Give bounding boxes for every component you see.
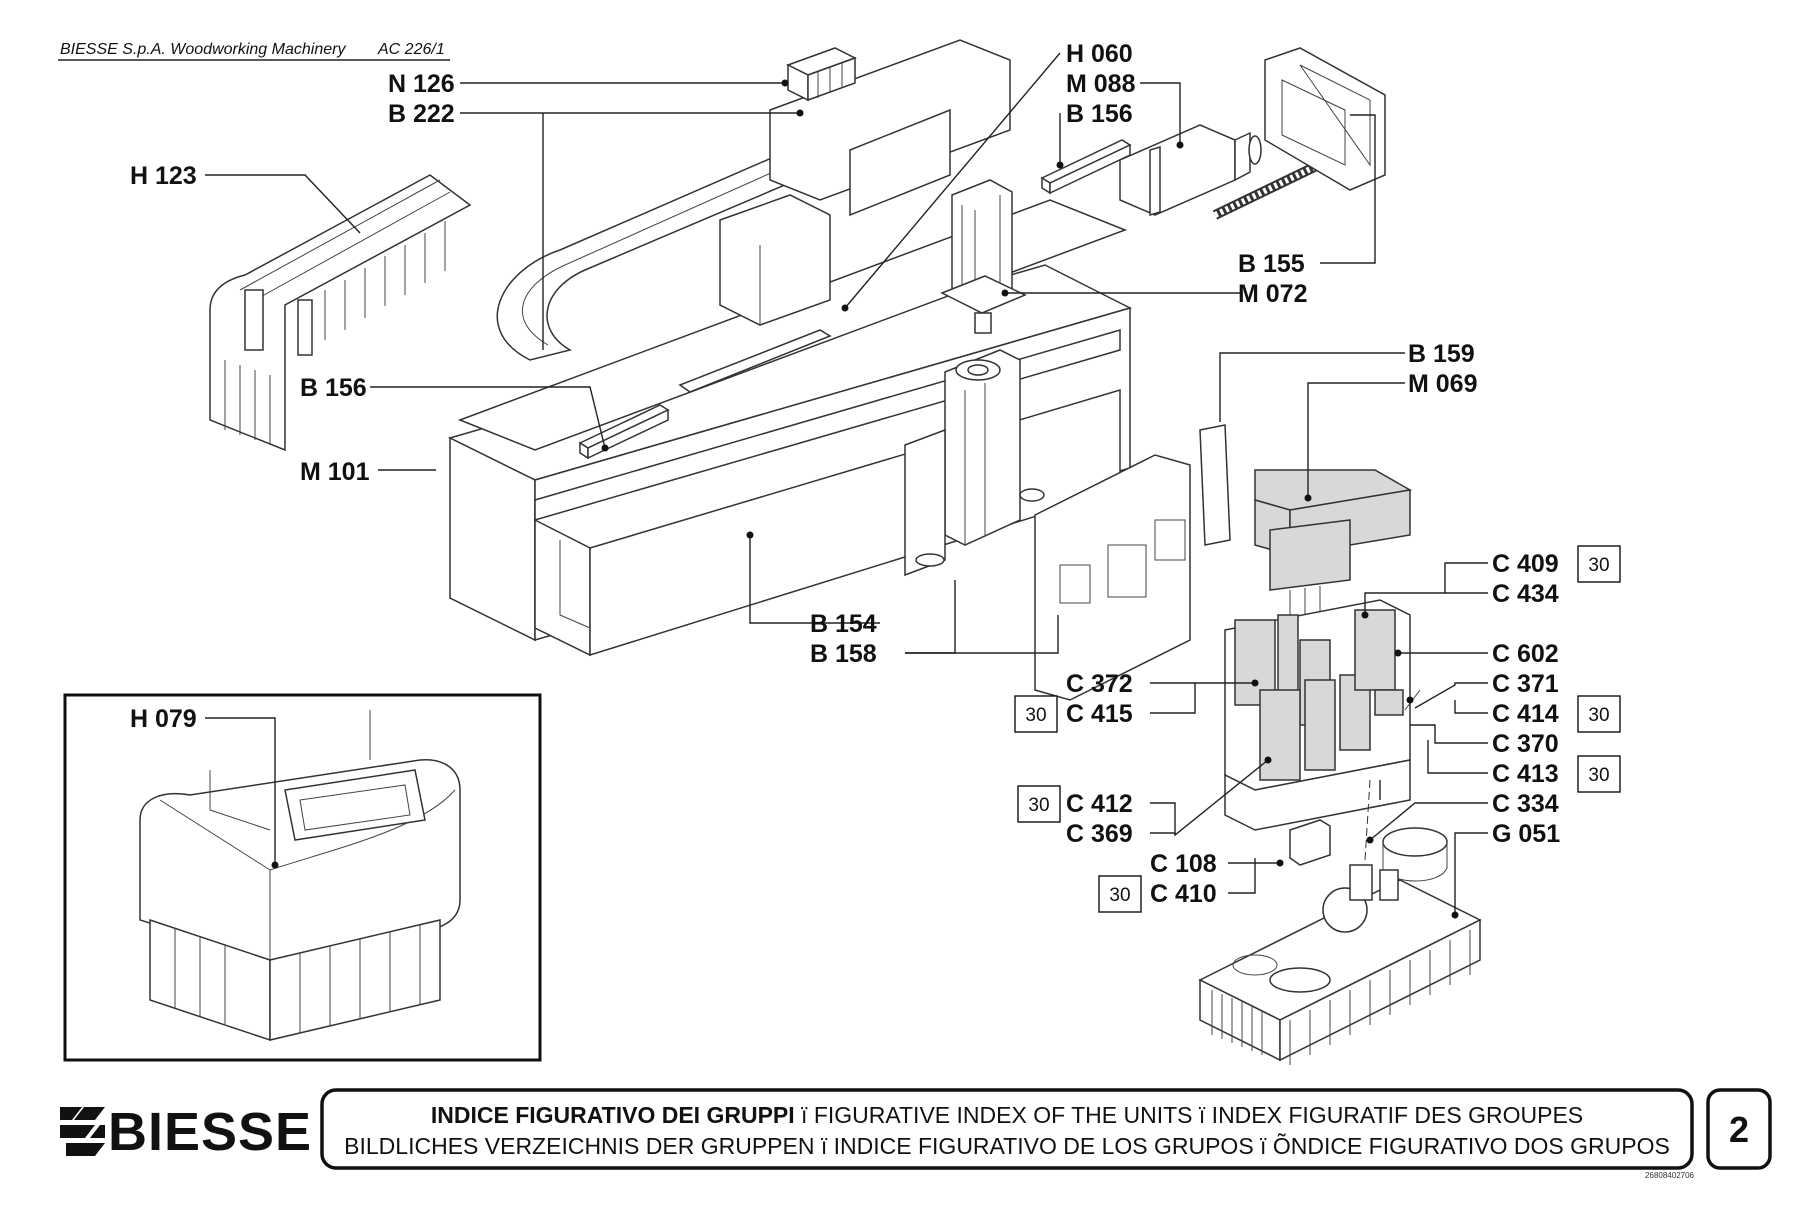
header-model: AC 226/1 <box>377 41 445 58</box>
ref-box-c410: 30 <box>1098 875 1142 913</box>
label-b154: B 154 <box>810 610 877 638</box>
label-c414: C 414 <box>1492 700 1559 728</box>
ref-box-c414: 30 <box>1577 695 1621 733</box>
label-c410: C 410 <box>1150 880 1217 908</box>
label-c415: C 415 <box>1066 700 1133 728</box>
ref-box-c412: 30 <box>1017 785 1061 823</box>
svg-text:AC 226/1: AC 226/1 <box>377 41 445 58</box>
machine-drawing <box>209 39 1482 1065</box>
ref-box-c413: 30 <box>1577 755 1621 793</box>
valve-bank <box>1224 599 1421 831</box>
label-h060: H 060 <box>1066 40 1133 68</box>
svg-text:30: 30 <box>1028 795 1049 816</box>
label-b159: B 159 <box>1408 340 1475 368</box>
label-c108: C 108 <box>1150 850 1217 878</box>
label-c372: C 372 <box>1066 670 1133 698</box>
svg-text:30: 30 <box>1588 765 1609 786</box>
label-b158: B 158 <box>810 640 877 668</box>
label-h123: H 123 <box>130 162 197 190</box>
label-h079: H 079 <box>130 705 197 733</box>
label-b156a: B 156 <box>1066 100 1133 128</box>
leader-lines <box>205 52 1488 919</box>
svg-text:30: 30 <box>1588 555 1609 576</box>
brush-hood <box>1198 827 1482 1065</box>
footer-title-it: INDICE FIGURATIVO DEI GRUPPI <box>431 1102 795 1128</box>
svg-text:INDICE FIGURATIVO DEI GRUPPI ï: INDICE FIGURATIVO DEI GRUPPI ï FIGURATIV… <box>431 1102 1583 1128</box>
label-c434: C 434 <box>1492 580 1559 608</box>
label-g051: G 051 <box>1492 820 1560 848</box>
cable-chain <box>209 174 472 452</box>
footer-title-de-es-pt: BILDLICHES VERZEICHNIS DER GRUPPEN ï IND… <box>344 1132 1670 1159</box>
ref-box-c415: 30 <box>1014 695 1058 733</box>
header-company: BIESSE S.p.A. Woodworking Machinery <box>60 41 346 58</box>
part-labels: H 060 N 126 M 088 B 222 B 156 H 123 B 15… <box>130 40 1560 908</box>
svg-text:30: 30 <box>1025 705 1046 726</box>
connector-block <box>786 47 857 102</box>
svg-text:30: 30 <box>1109 885 1130 906</box>
label-c334: C 334 <box>1492 790 1559 818</box>
label-b222: B 222 <box>388 100 455 128</box>
biesse-logo: BIESSE <box>60 1102 312 1162</box>
page-header: BIESSE S.p.A. Woodworking Machinery AC 2… <box>58 41 450 61</box>
label-n126: N 126 <box>388 70 455 98</box>
label-m069: M 069 <box>1408 370 1477 398</box>
doc-code: 26808402706 <box>1645 1171 1694 1180</box>
page-number: 2 <box>1729 1109 1749 1150</box>
label-c409: C 409 <box>1492 550 1559 578</box>
svg-text:30: 30 <box>1588 705 1609 726</box>
reference-boxes: 30 30 30 30 30 30 <box>1014 545 1621 913</box>
spindle-motor <box>1254 469 1413 650</box>
cover-drawing <box>139 710 461 1042</box>
label-c602: C 602 <box>1492 640 1559 668</box>
svg-text:BIESSE S.p.A. Woodworking Mach: BIESSE S.p.A. Woodworking Machinery <box>60 41 346 58</box>
label-b155: B 155 <box>1238 250 1305 278</box>
label-c369: C 369 <box>1066 820 1133 848</box>
logo-text: BIESSE <box>108 1102 312 1162</box>
label-m101: M 101 <box>300 458 370 486</box>
label-c412: C 412 <box>1066 790 1133 818</box>
label-b156b: B 156 <box>300 374 367 402</box>
footer: BIESSE INDICE FIGURATIVO DEI GRUPPI ï FI… <box>60 1088 1772 1180</box>
label-c413: C 413 <box>1492 760 1559 788</box>
label-c371: C 371 <box>1492 670 1559 698</box>
horizontal-motor <box>1119 124 1262 217</box>
label-m072: M 072 <box>1238 280 1307 308</box>
ref-box-c409: 30 <box>1577 545 1621 583</box>
brush-bristles <box>1211 930 1471 1065</box>
label-c370: C 370 <box>1492 730 1559 758</box>
footer-title-en-fr: ï FIGURATIVE INDEX OF THE UNITS ï INDEX … <box>795 1102 1583 1128</box>
inset-panel <box>63 693 542 1062</box>
label-m088: M 088 <box>1066 70 1136 98</box>
